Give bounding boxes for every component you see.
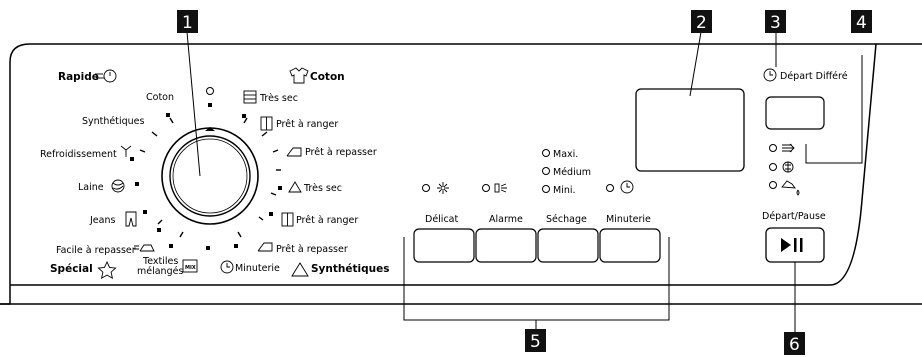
callout-4-line <box>805 55 863 164</box>
iron-icon <box>286 147 302 157</box>
star-icon <box>97 260 117 279</box>
laine-ball-icon <box>111 179 125 193</box>
cupboard-icon <box>260 116 273 131</box>
callout-6-label: 6 <box>789 335 800 355</box>
program-synthetiques[interactable]: Synthétiques <box>82 116 145 127</box>
program-pret-ranger-synth[interactable]: Prêt à ranger <box>296 215 358 226</box>
flower-icon <box>437 182 449 194</box>
refroidissement-fan-icon <box>120 145 132 157</box>
program-facile-repasser[interactable]: Facile à repasser <box>56 245 136 256</box>
dial-off-marker <box>206 87 214 95</box>
coton-tshirt-icon <box>289 67 309 84</box>
alarme-label: Alarme <box>489 214 523 225</box>
program-minuterie-dial[interactable]: Minuterie <box>235 263 280 274</box>
svg-text:MIX: MIX <box>185 265 196 271</box>
program-coton[interactable]: Coton <box>146 92 174 103</box>
minuterie-button[interactable] <box>599 228 661 263</box>
triangle-icon <box>291 262 309 277</box>
play-icon <box>781 238 791 252</box>
delicat-button[interactable] <box>413 228 475 263</box>
program-dial[interactable] <box>161 127 259 225</box>
display-screen <box>635 88 745 172</box>
panel-outline <box>0 43 922 305</box>
mix-icon: MIX <box>182 259 198 273</box>
lock-icon <box>782 161 794 173</box>
start-pause-label: Départ/Pause <box>762 211 826 222</box>
level-medium: Médium <box>553 167 591 178</box>
header-synthetiques: Synthétiques <box>311 263 389 275</box>
program-tres-sec-synth[interactable]: Très sec <box>303 183 342 194</box>
timer-icon <box>620 180 634 194</box>
pause-bar <box>794 238 797 252</box>
callout-6: 6 <box>784 332 805 355</box>
cupboard-icon <box>243 90 257 104</box>
level-mini: Mini. <box>553 185 576 196</box>
led-delicat <box>422 182 449 194</box>
callout-5-label: 5 <box>530 332 541 352</box>
callout-5-bracket <box>403 237 670 329</box>
facile-repasser-icon <box>134 244 155 252</box>
triangle-icon <box>288 181 302 193</box>
delay-start-label: Départ Différé <box>780 71 848 82</box>
callout-1: 1 <box>177 10 198 33</box>
status-leds <box>769 143 800 196</box>
led-alarme <box>482 183 507 193</box>
callout-3-label: 3 <box>770 13 781 33</box>
pause-bar <box>800 238 803 252</box>
callout-lines <box>186 31 796 333</box>
jeans-icon <box>125 211 137 227</box>
program-melanges[interactable]: mélangés <box>137 266 183 277</box>
program-textiles[interactable]: Textiles <box>142 256 178 267</box>
led-minuterie <box>606 180 634 194</box>
header-rapide: Rapide <box>58 71 99 83</box>
dial-ticks <box>139 117 281 238</box>
timer-icon <box>763 68 777 82</box>
callout-2: 2 <box>691 10 712 33</box>
callout-4: 4 <box>851 10 872 33</box>
sechage-label: Séchage <box>546 214 587 225</box>
callout-1-label: 1 <box>182 13 193 33</box>
program-pret-repasser-coton[interactable]: Prêt à repasser <box>305 147 377 158</box>
rapide-icon <box>95 69 117 83</box>
sechage-levels: Maxi. Médium Mini. <box>542 149 591 196</box>
callout-5: 5 <box>525 329 546 352</box>
iron-icon <box>257 242 273 252</box>
delay-start-button[interactable] <box>765 96 825 130</box>
callout-2-label: 2 <box>696 13 707 33</box>
program-pret-ranger-coton[interactable]: Prêt à ranger <box>276 119 338 130</box>
arrow-icon <box>782 143 795 153</box>
header-coton: Coton <box>310 71 345 83</box>
minuterie-label: Minuterie <box>606 214 651 225</box>
timer-icon <box>220 260 234 274</box>
callout-3: 3 <box>765 10 786 33</box>
program-tres-sec-coton[interactable]: Très sec <box>259 93 298 104</box>
level-maxi: Maxi. <box>553 149 578 160</box>
delicat-label: Délicat <box>425 214 458 225</box>
alarme-button[interactable] <box>475 228 537 263</box>
program-laine[interactable]: Laine <box>78 182 104 193</box>
dial-dots <box>130 103 282 250</box>
bell-icon <box>494 183 507 193</box>
cupboard-icon <box>281 212 294 227</box>
program-refroidissement[interactable]: Refroidissement <box>40 149 117 160</box>
program-pret-repasser-synth[interactable]: Prêt à repasser <box>276 244 348 255</box>
callout-4-label: 4 <box>856 13 867 33</box>
sechage-button[interactable] <box>537 228 599 263</box>
program-jeans[interactable]: Jeans <box>89 215 115 226</box>
header-special: Spécial <box>50 263 93 275</box>
dry-drop-icon <box>781 180 800 196</box>
